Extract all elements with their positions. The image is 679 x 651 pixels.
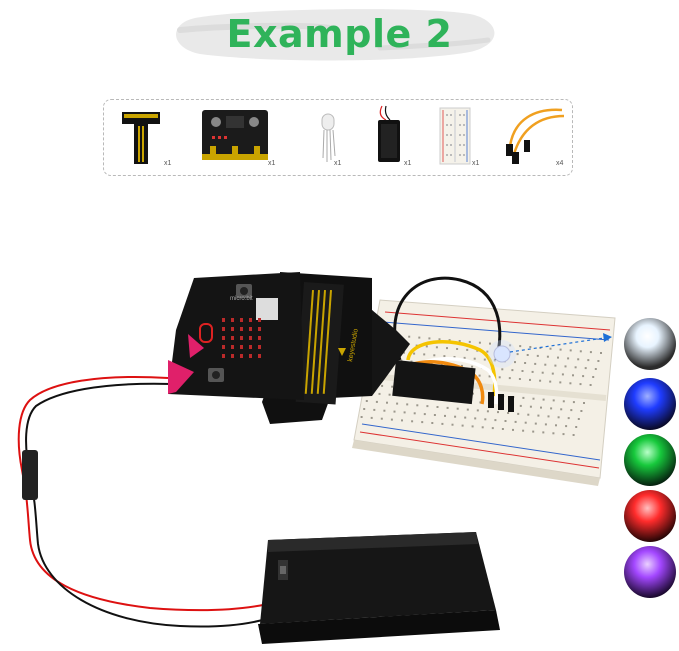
part-battery-holder: x1 xyxy=(372,100,412,177)
microbit-icon xyxy=(202,110,268,160)
jumper-wires-icon xyxy=(506,108,565,164)
jumper-black xyxy=(393,276,502,361)
rgb-led-on-board xyxy=(488,340,516,412)
red-wire xyxy=(17,375,269,612)
led-swatch-white xyxy=(624,318,676,370)
part-qty: x1 xyxy=(268,160,276,167)
breakout-board-icon xyxy=(122,112,160,164)
wire-connector xyxy=(22,450,38,500)
header-strip xyxy=(392,360,476,405)
battery-holder xyxy=(258,532,500,644)
page-title: Example 2 xyxy=(226,12,453,56)
part-qty: x1 xyxy=(472,160,480,167)
part-microbit: x1 xyxy=(196,100,276,177)
led-swatch-red xyxy=(624,490,676,542)
led-swatch-blue xyxy=(624,378,676,430)
arrow-line xyxy=(509,337,605,353)
part-qty: x4 xyxy=(556,160,564,167)
battery-holder-icon xyxy=(378,105,400,162)
brush-stroke-background xyxy=(176,9,495,61)
black-wire xyxy=(25,382,271,628)
qr-label xyxy=(256,298,278,320)
part-qty: x1 xyxy=(164,160,172,167)
parts-list: x1 x1 x1 xyxy=(103,99,573,176)
led-swatch-green xyxy=(624,434,676,486)
part-qty: x1 xyxy=(404,160,412,167)
microbit-board: micro:bit xyxy=(168,272,304,400)
title-banner: Example 2 xyxy=(0,0,679,72)
rgb-led-icon xyxy=(321,113,336,162)
touch-logo xyxy=(199,323,213,343)
breadboard-icon xyxy=(439,107,471,165)
part-jumper-wires: x4 xyxy=(504,100,570,177)
arrow-head-icon xyxy=(603,333,612,342)
part-breakout-board: x1 xyxy=(114,100,172,177)
part-qty: x1 xyxy=(334,160,342,167)
led-swatch-purple xyxy=(624,546,676,598)
microbit-label: micro:bit xyxy=(230,296,253,302)
part-rgb-led: x1 xyxy=(314,100,344,177)
part-breadboard: x1 xyxy=(434,100,482,177)
